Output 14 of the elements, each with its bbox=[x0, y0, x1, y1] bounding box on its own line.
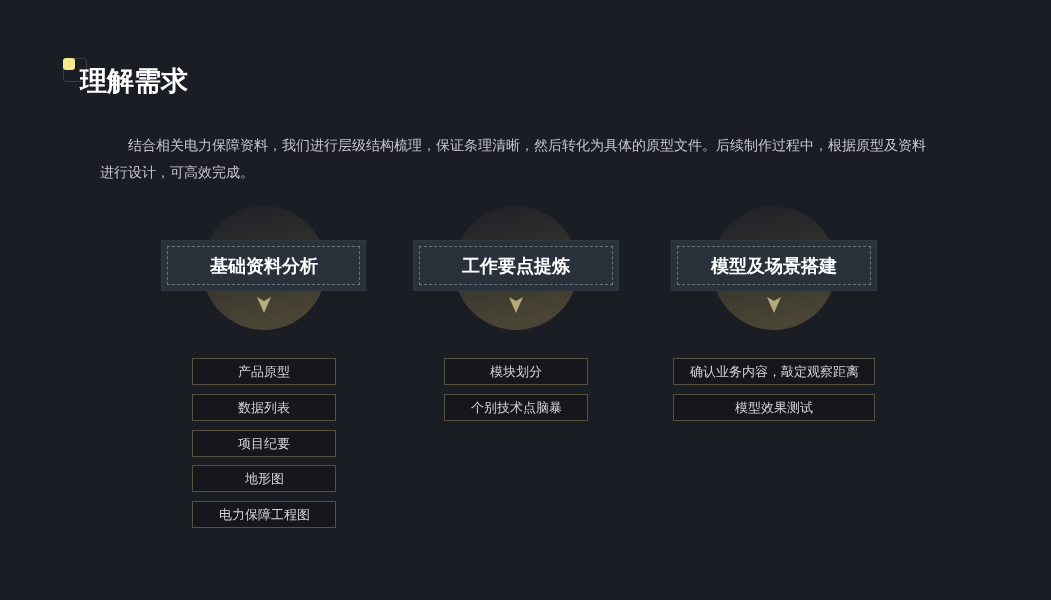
heading-box: 工作要点提炼 bbox=[414, 241, 618, 290]
title: 理解需求 bbox=[80, 65, 188, 98]
list-item-box: 确认业务内容，敲定观察距离 bbox=[673, 358, 875, 385]
list-item-box: 模块划分 bbox=[444, 358, 588, 385]
list-item-box: 个别技术点脑暴 bbox=[444, 394, 588, 421]
list-item-box: 项目纪要 bbox=[192, 430, 336, 457]
heading-box: 模型及场景搭建 bbox=[672, 241, 876, 290]
heading-box: 基础资料分析 bbox=[162, 241, 365, 290]
list-item-box: 地形图 bbox=[192, 465, 336, 492]
list-item-box: 电力保障工程图 bbox=[192, 501, 336, 528]
paragraph: 结合相关电力保障资料，我们进行层级结构梳理，保证条理清晰，然后转化为具体的原型文件。后续制作过程中，根据原型及资料进行设计，可高效完成。 bbox=[100, 136, 927, 182]
list-item-box: 模型效果测试 bbox=[673, 394, 875, 421]
list-item-box: 产品原型 bbox=[192, 358, 336, 385]
list-item-box: 数据列表 bbox=[192, 394, 336, 421]
